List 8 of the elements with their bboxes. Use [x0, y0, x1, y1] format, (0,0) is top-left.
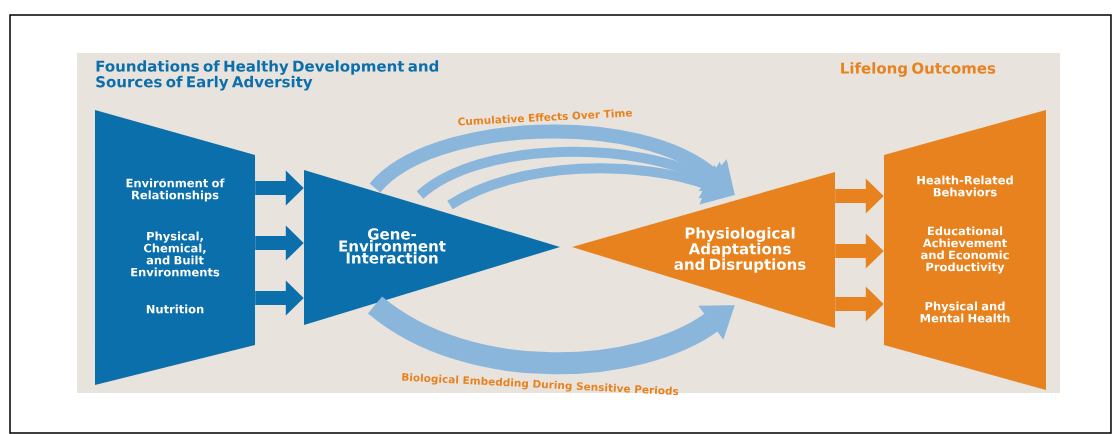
interaction-triangle: Gene-Environment Interaction	[304, 170, 560, 325]
edge-label: Biological Embedding During Sensitive Periods	[402, 373, 679, 396]
adaptation-triangle: Physiological Adaptations and Disruptions	[572, 172, 835, 328]
heading: Lifelong Outcomes	[841, 62, 996, 77]
edge-label: Cumulative Effects Over Time	[458, 109, 632, 126]
input-trapezoid: Environment of Relationships Physical, Chemical, and Built Environments Nutrition	[95, 110, 255, 385]
heading: Foundations of Healthy Development and Sources of Early Adversity	[96, 60, 439, 91]
outcome-trapezoid: Health-Related Behaviors Educational Achievement and Economic Productivity Physical and Mental Health	[884, 110, 1046, 390]
